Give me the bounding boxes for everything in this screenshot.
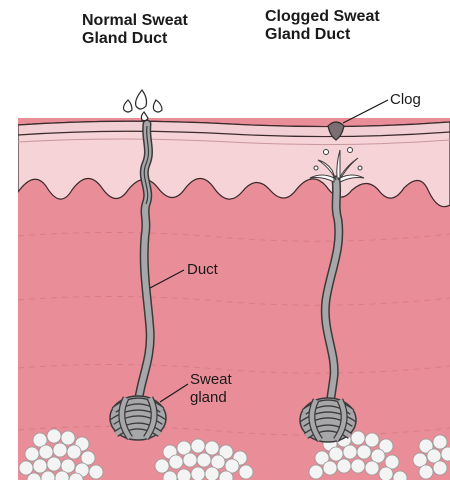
svg-text:Duct: Duct [187,261,219,278]
clogged-sweat-gland [300,398,356,442]
sweat-droplets [124,90,163,121]
svg-text:gland: gland [190,389,227,406]
normal-sweat-gland [110,396,166,440]
svg-text:Clog: Clog [390,91,421,108]
svg-text:Sweat: Sweat [190,371,233,388]
